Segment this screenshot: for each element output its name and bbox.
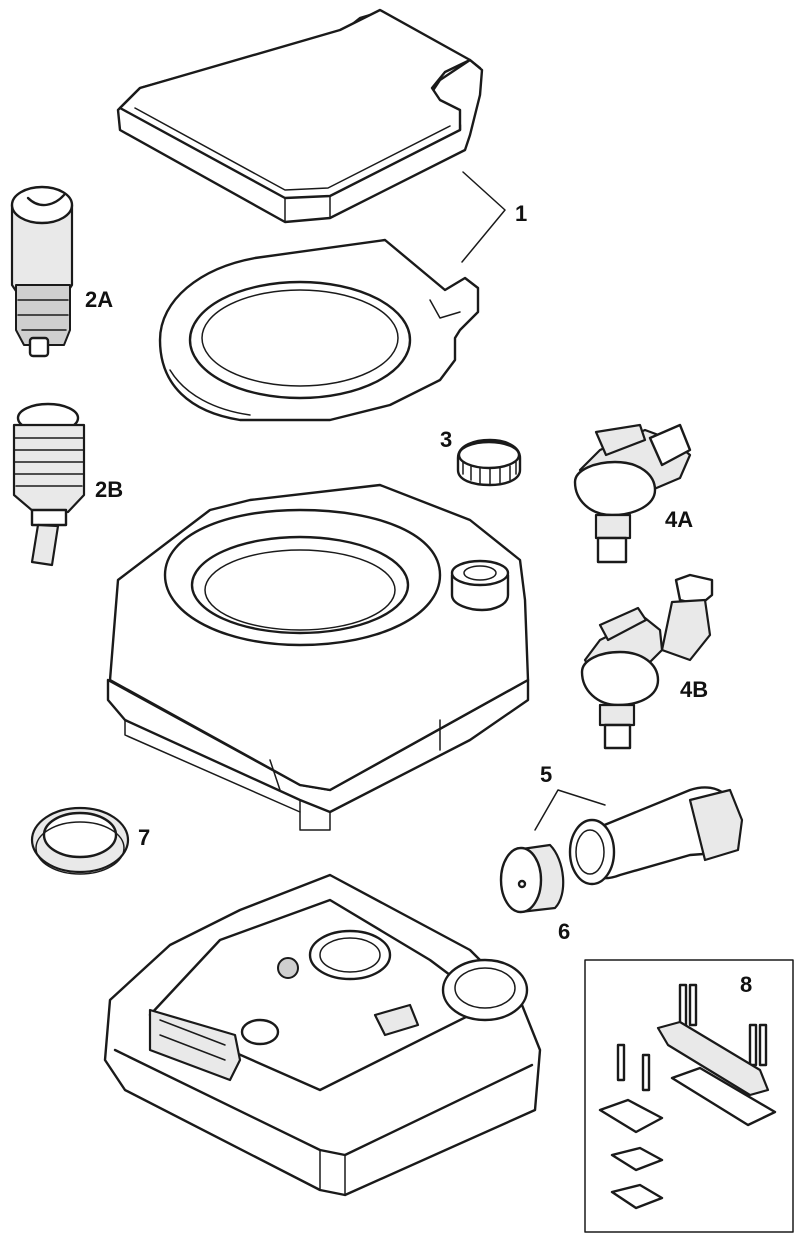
part-valve-4a: [573, 423, 692, 564]
part-pump-2a: [10, 185, 74, 358]
part-cap-3: [456, 438, 522, 487]
label-4b: 4B: [680, 677, 708, 702]
label-4a: 4A: [665, 507, 693, 532]
part-upper-tank: [106, 483, 530, 831]
label-8: 8: [740, 972, 752, 997]
part-cap-6: [499, 843, 565, 914]
leader-1: [461, 171, 506, 263]
part-lid: [116, 8, 484, 224]
part-lower-tank: [103, 873, 542, 1197]
part-elbow-5: [568, 786, 744, 886]
part-seat: [158, 238, 480, 422]
label-2b: 2B: [95, 477, 123, 502]
label-3: 3: [440, 427, 452, 452]
part-pump-2b: [12, 402, 86, 567]
part-seal-7: [30, 806, 130, 875]
part-valve-4b: [580, 573, 714, 750]
part-kit-8: [584, 959, 794, 1233]
label-7: 7: [138, 825, 150, 850]
leader-5: [534, 789, 606, 831]
label-1: 1: [515, 201, 527, 226]
label-2a: 2A: [85, 287, 113, 312]
label-6: 6: [558, 919, 570, 944]
label-5: 5: [540, 762, 552, 787]
